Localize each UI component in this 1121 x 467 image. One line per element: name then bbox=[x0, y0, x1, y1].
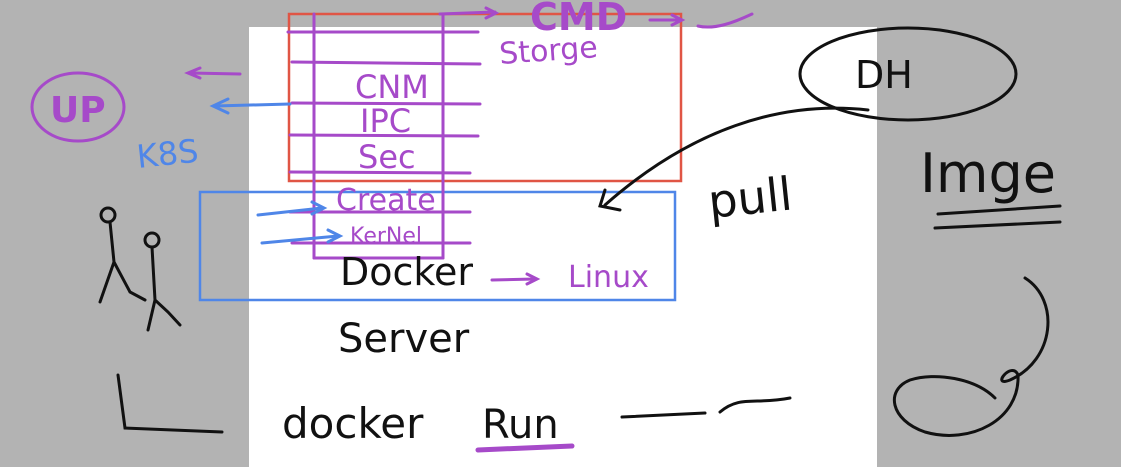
stick-figures bbox=[98, 206, 182, 332]
trailing-dashes bbox=[620, 396, 792, 419]
pull-arrow bbox=[598, 106, 870, 212]
label-kernel: KerNel bbox=[350, 224, 422, 249]
spiral-doodle bbox=[892, 276, 1050, 437]
blue-right-arrows bbox=[256, 200, 344, 245]
label-create: Create bbox=[336, 183, 436, 218]
label-ipc: IPC bbox=[360, 102, 411, 140]
left-arrow-blue bbox=[209, 97, 292, 115]
left-arrow-purple bbox=[184, 66, 242, 80]
label-docker-run-1: docker bbox=[282, 399, 424, 448]
dh-ellipse bbox=[798, 26, 1018, 122]
l-stroke bbox=[116, 373, 224, 434]
label-docker: Docker bbox=[340, 250, 473, 294]
image-underline bbox=[933, 204, 1062, 230]
label-cmd: CMD bbox=[530, 0, 627, 39]
docker-box bbox=[198, 190, 677, 302]
label-up: UP bbox=[50, 90, 106, 131]
label-docker-run-2: Run bbox=[482, 402, 559, 448]
label-sec: Sec bbox=[358, 138, 416, 176]
label-image: Imge bbox=[920, 142, 1056, 205]
run-underline bbox=[475, 443, 575, 453]
label-dh: DH bbox=[855, 53, 913, 97]
label-storage: Storge bbox=[498, 30, 599, 72]
whiteboard-area[interactable] bbox=[249, 27, 877, 467]
label-linux: Linux bbox=[568, 260, 649, 295]
cmd-arrows bbox=[438, 6, 754, 29]
storage-box bbox=[287, 12, 683, 183]
docker-linux-arrow bbox=[490, 272, 541, 286]
label-cnm: CNM bbox=[355, 68, 429, 106]
up-circle bbox=[30, 71, 126, 143]
label-pull: pull bbox=[706, 166, 795, 228]
label-k8s: K8S bbox=[135, 132, 200, 176]
layer-stack bbox=[286, 12, 482, 260]
label-server: Server bbox=[338, 316, 470, 362]
